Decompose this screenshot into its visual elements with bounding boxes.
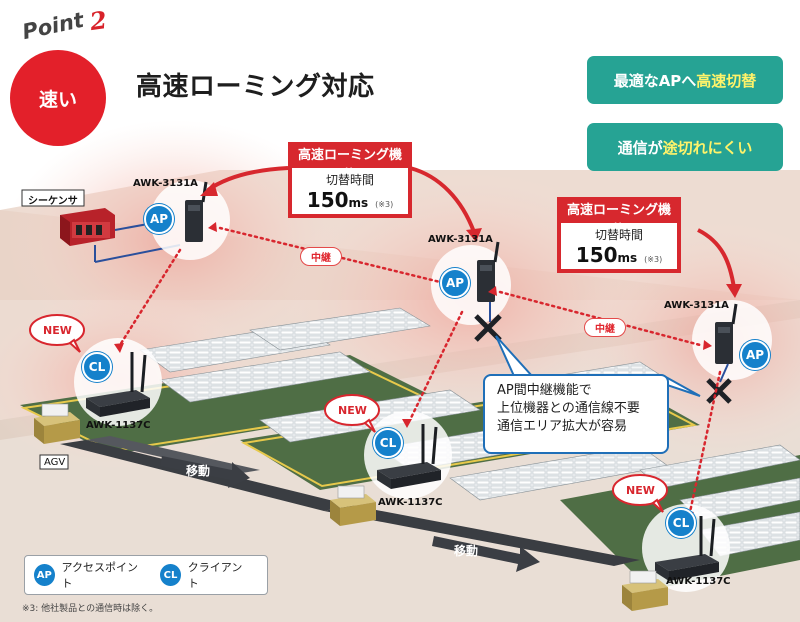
roaming-1-unit: ms bbox=[348, 196, 369, 210]
feature-uninterrupted: 通信が途切れにくい bbox=[587, 123, 783, 171]
client1-badge: CL bbox=[82, 352, 112, 382]
footnote: ※3: 他社製品との通信時は除く。 bbox=[22, 604, 159, 614]
ap1-model-label: AWK-3131A bbox=[133, 178, 198, 189]
ap1-badge: AP bbox=[144, 204, 174, 234]
ap3-badge: AP bbox=[740, 340, 770, 370]
roaming-1-note: (※3) bbox=[375, 200, 394, 209]
ap2-model-label: AWK-3131A bbox=[428, 234, 493, 245]
new-tag-2-text: NEW bbox=[338, 404, 367, 417]
agv-track bbox=[60, 436, 640, 566]
ap3-model-label: AWK-3131A bbox=[664, 300, 729, 311]
point-badge: Point 2 速い bbox=[6, 4, 126, 146]
legend-cl-text: クライアント bbox=[187, 561, 243, 590]
roaming-1-title: 高速ローミング機能 bbox=[292, 146, 408, 183]
roaming-arrowheads bbox=[200, 182, 742, 298]
new-tag-3-text: NEW bbox=[626, 484, 655, 497]
feature-1-highlight: 高速切替 bbox=[696, 71, 757, 90]
client-router-2 bbox=[377, 424, 441, 489]
feature-fast-switch: 最適なAPへ高速切替 bbox=[587, 56, 783, 104]
fast-badge: 速い bbox=[10, 50, 106, 146]
agv-cart-2 bbox=[330, 485, 376, 526]
roaming-box-1: 高速ローミング機能 切替時間 150ms (※3) bbox=[288, 142, 412, 218]
client3-model-label: AWK-1137C bbox=[666, 576, 731, 587]
move-label-1: 移動 bbox=[186, 464, 211, 478]
page-title: 高速ローミング対応 bbox=[136, 72, 375, 102]
agv-cart-1 bbox=[34, 403, 80, 444]
roaming-1-value-line: 150ms (※3) bbox=[292, 188, 408, 217]
relay-callout: AP間中継機能で 上位機器との通信線不要 通信エリア拡大が容易 bbox=[483, 374, 669, 454]
roaming-2-value: 150 bbox=[575, 243, 618, 267]
client2-badge: CL bbox=[373, 428, 403, 458]
sequencer-device bbox=[60, 208, 181, 263]
relay-tag-1: 中継 bbox=[300, 247, 342, 266]
roaming-2-value-line: 150ms (※3) bbox=[561, 243, 677, 272]
roaming-2-unit: ms bbox=[617, 251, 638, 265]
agv-cart-3 bbox=[622, 570, 668, 611]
new-tag-1-text: NEW bbox=[43, 324, 72, 337]
point-number: 2 bbox=[88, 4, 109, 37]
callout-line-3: 通信エリア拡大が容易 bbox=[497, 419, 628, 434]
relay-tag-2: 中継 bbox=[584, 318, 626, 337]
legend: AP アクセスポイント CL クライアント bbox=[24, 555, 268, 595]
client-router-1 bbox=[86, 352, 150, 417]
sequencer-label: シーケンサ bbox=[28, 196, 78, 207]
move-label-2: 移動 bbox=[454, 544, 479, 558]
client-router-3 bbox=[655, 516, 719, 581]
ap-device-3 bbox=[715, 303, 738, 364]
sensor-label-box bbox=[21, 189, 85, 207]
client1-model-label: AWK-1137C bbox=[86, 420, 151, 431]
callout-line-2: 上位機器との通信線不要 bbox=[497, 401, 640, 416]
feature-1-prefix: 最適なAPへ bbox=[613, 71, 697, 90]
ap-mount-3 bbox=[706, 363, 732, 404]
roaming-1-value: 150 bbox=[306, 188, 349, 212]
ap2-badge: AP bbox=[440, 268, 470, 298]
new-tag-3 bbox=[612, 474, 668, 513]
roaming-2-label: 切替時間 bbox=[594, 228, 643, 242]
client3-badge: CL bbox=[666, 508, 696, 538]
legend-ap-badge: AP bbox=[33, 563, 56, 587]
roaming-2-title: 高速ローミング機能 bbox=[561, 201, 677, 238]
agv-label-box bbox=[39, 454, 69, 470]
feature-2-prefix: 通信が bbox=[617, 138, 663, 157]
feature-2-highlight: 途切れにくい bbox=[662, 138, 753, 157]
callout-line-1: AP間中継機能で bbox=[497, 383, 592, 398]
agv-label: AGV bbox=[44, 457, 66, 468]
client2-model-label: AWK-1137C bbox=[378, 497, 443, 508]
point-word: Point bbox=[20, 7, 86, 45]
roaming-box-2: 高速ローミング機能 切替時間 150ms (※3) bbox=[557, 197, 681, 273]
roaming-1-label: 切替時間 bbox=[325, 173, 374, 187]
new-tag-2 bbox=[324, 394, 380, 433]
roaming-2-note: (※3) bbox=[644, 255, 663, 264]
new-tag-1 bbox=[29, 314, 85, 353]
move-arrows bbox=[160, 456, 540, 572]
legend-ap-text: アクセスポイント bbox=[61, 561, 138, 590]
legend-cl-badge: CL bbox=[159, 563, 182, 587]
